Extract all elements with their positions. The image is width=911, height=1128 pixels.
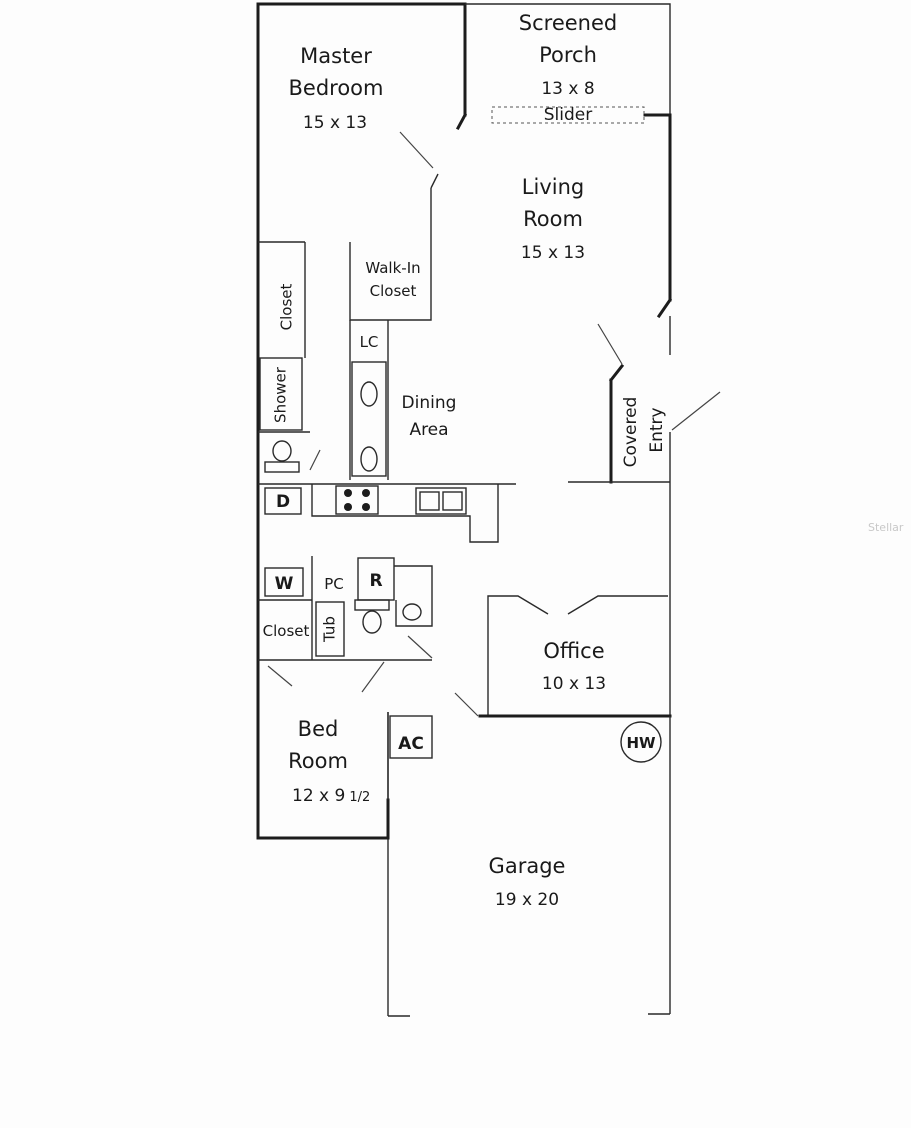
- bedroom-closet-label: Closet: [263, 622, 310, 640]
- toilet-icon: [362, 610, 382, 634]
- shower-label: Shower: [272, 366, 290, 423]
- linen-closet-label: LC: [360, 333, 379, 351]
- ac-label: AC: [398, 734, 424, 754]
- office-label: Office: [543, 639, 604, 663]
- master-bedroom-label-2: Bedroom: [289, 76, 384, 100]
- living-room-label-2: Room: [523, 207, 583, 231]
- dining-area-label-2: Area: [409, 420, 448, 440]
- hw-label: HW: [626, 734, 656, 752]
- porch-dim: 13 x 8: [541, 79, 594, 99]
- covered-entry-label-2: Entry: [647, 407, 667, 452]
- garage-dim: 19 x 20: [495, 890, 559, 910]
- toilet-icon: [264, 461, 300, 473]
- office-dim: 10 x 13: [542, 674, 606, 694]
- sink-icon: [402, 603, 422, 621]
- living-room-dim: 15 x 13: [521, 243, 585, 263]
- master-bedroom-label: Master: [300, 44, 372, 68]
- porch-label: Screened: [519, 11, 617, 35]
- master-bedroom-dim: 15 x 13: [303, 113, 367, 133]
- walls: [256, 2, 673, 1017]
- walk-in-closet-label: Walk-In: [365, 259, 420, 277]
- bedroom-label: Bed: [298, 717, 339, 741]
- covered-entry-label: Covered: [621, 397, 641, 468]
- slider-label: Slider: [544, 105, 592, 125]
- stove-icon: [335, 485, 379, 515]
- tub-label: Tub: [321, 616, 339, 643]
- porch-label-2: Porch: [539, 43, 597, 67]
- dining-area-label: Dining: [402, 393, 457, 413]
- water-heater-icon: [620, 721, 662, 763]
- refrigerator-label: R: [369, 571, 382, 591]
- master-closet-label: Closet: [278, 284, 296, 331]
- sink-icon: [360, 381, 378, 407]
- dishwasher-label: D: [276, 492, 290, 512]
- living-room-label: Living: [522, 175, 584, 199]
- pc-label: PC: [324, 575, 344, 593]
- garage-label: Garage: [489, 854, 566, 878]
- master-interior: [258, 131, 439, 480]
- watermark-logo: Stellar: [868, 521, 904, 534]
- kitchen-sink-icon: [415, 487, 467, 515]
- walk-in-closet-label-2: Closet: [370, 282, 417, 300]
- toilet-icon: [272, 440, 292, 462]
- washer-label: W: [275, 574, 294, 594]
- sink-icon: [360, 446, 378, 472]
- fixtures: [258, 106, 721, 800]
- bedroom-label-2: Room: [288, 749, 348, 773]
